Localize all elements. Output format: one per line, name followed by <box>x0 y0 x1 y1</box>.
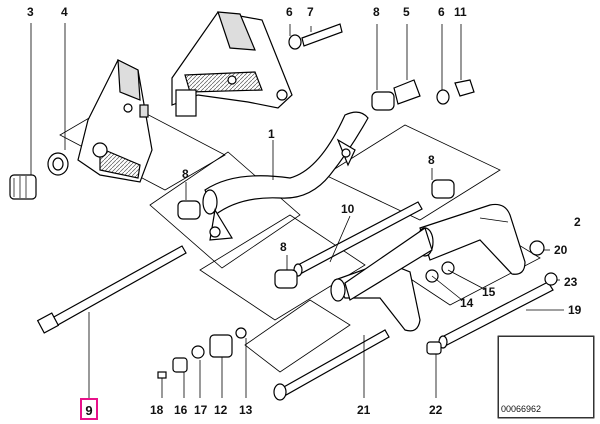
label-15: 15 <box>482 285 496 299</box>
label-8-mid: 8 <box>280 240 287 254</box>
label-3: 3 <box>27 5 34 19</box>
highlighted-part-9: 9 <box>80 398 98 420</box>
label-10: 10 <box>341 202 355 216</box>
label-22: 22 <box>429 403 443 417</box>
label-7: 7 <box>307 5 314 19</box>
label-6-top: 6 <box>286 5 293 19</box>
label-5: 5 <box>403 5 410 19</box>
crossbar-1 <box>202 111 369 241</box>
label-14: 14 <box>460 296 474 310</box>
label-6-right: 6 <box>438 5 445 19</box>
bolts-and-pins <box>36 201 554 401</box>
reference-code: 00066962 <box>500 404 543 414</box>
label-13: 13 <box>239 403 253 417</box>
right-arm-bracket-2 <box>330 203 526 332</box>
label-8-left: 8 <box>182 167 189 181</box>
label-20: 21 <box>357 403 371 417</box>
leader-lines <box>30 23 564 398</box>
label-23: 23 <box>564 275 578 289</box>
label-2: 2 <box>574 215 581 229</box>
top-mount-bracket <box>171 11 293 117</box>
left-mount-bracket <box>77 58 153 183</box>
label-19: 19 <box>568 303 582 317</box>
label-18: 18 <box>150 403 164 417</box>
small-hardware <box>9 23 558 379</box>
label-16: 16 <box>174 403 188 417</box>
label-11: 11 <box>454 5 467 19</box>
label-21: 20 <box>554 243 568 257</box>
label-12: 12 <box>214 403 228 417</box>
label-17: 17 <box>194 403 208 417</box>
label-8-top: 8 <box>373 5 380 19</box>
label-8-right: 8 <box>428 153 435 167</box>
label-9: 9 <box>85 403 93 418</box>
label-4: 4 <box>61 5 68 19</box>
label-1: 1 <box>268 127 275 141</box>
